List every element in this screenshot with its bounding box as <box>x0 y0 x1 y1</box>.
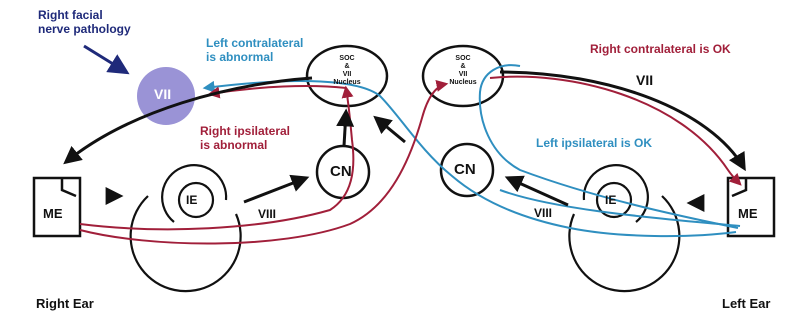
cn-right-circle <box>439 142 495 198</box>
left-contralateral-label: Left contralateral is abnormal <box>206 36 304 64</box>
left-ear-label: Left Ear <box>722 296 771 311</box>
vii-right-label: VII <box>636 72 654 88</box>
blue-contralateral-paths <box>202 64 741 238</box>
right-facial-pathology-label: Right facial nerve pathology <box>38 8 131 36</box>
viii-left-label: VIII <box>258 207 277 221</box>
cn-right-label: CN <box>454 161 476 178</box>
me-left-box <box>32 176 82 238</box>
soc-left-label: SOC & VII Nucleus <box>333 55 361 86</box>
vii-left-label: VII <box>154 86 172 102</box>
right-ipsilateral-label: Right ipsilateral is abnormal <box>200 124 291 152</box>
cn-left-label: CN <box>330 163 352 180</box>
pathology-pointer-arrow <box>83 44 130 75</box>
ie-left-label: IE <box>186 193 198 207</box>
left-ipsilateral-label: Left ipsilateral is OK <box>536 136 653 150</box>
inner-ear-left-spiral <box>129 164 242 293</box>
viii-right-label: VIII <box>534 206 553 220</box>
ie-right-label: IE <box>605 193 617 207</box>
soc-right-label: SOC & VII Nucleus <box>449 55 477 86</box>
right-contralateral-label: Right contralateral is OK <box>590 42 731 56</box>
soc-left-ellipse <box>305 44 389 108</box>
inner-ear-right-spiral <box>568 164 681 293</box>
soc-right-ellipse <box>421 44 505 108</box>
right-vii-pathology-circle <box>137 67 195 125</box>
me-right-label: ME <box>738 206 758 221</box>
me-right-box <box>726 176 776 238</box>
black-facial-nerve-arrows <box>63 70 746 212</box>
me-left-label: ME <box>43 206 63 221</box>
right-ear-label: Right Ear <box>36 296 94 311</box>
